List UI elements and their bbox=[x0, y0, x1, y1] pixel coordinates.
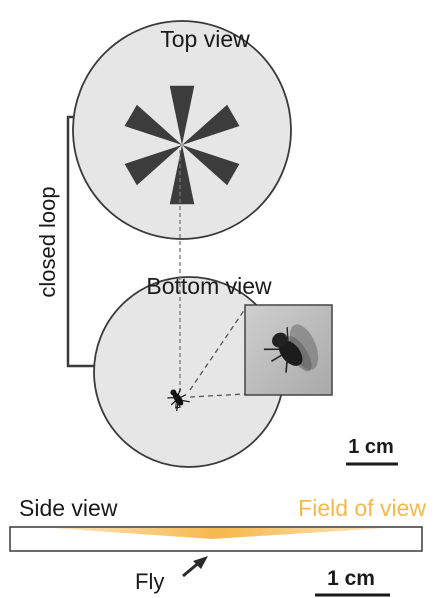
pattern-sector bbox=[182, 145, 240, 186]
fly-photo-inset bbox=[244, 304, 333, 396]
fly-marker-icon bbox=[167, 388, 190, 412]
fly-arrow-icon bbox=[182, 556, 208, 578]
bottom-view-label: Bottom view bbox=[146, 273, 272, 299]
pattern-sector bbox=[169, 85, 195, 145]
scale-bar-top-label: 1 cm bbox=[348, 436, 394, 458]
zoom-dashed-line-lower bbox=[189, 393, 246, 398]
pattern-sector bbox=[169, 145, 195, 205]
field-of-view-label: Field of view bbox=[298, 495, 426, 521]
pinwheel-pattern bbox=[124, 85, 240, 205]
pattern-sector bbox=[124, 104, 182, 145]
pattern-sector bbox=[124, 145, 182, 186]
scale-bar-bottom-label: 1 cm bbox=[327, 567, 375, 590]
fly-label: Fly bbox=[135, 569, 164, 594]
field-of-view-region bbox=[52, 528, 386, 539]
zoom-dashed-line-upper bbox=[189, 308, 246, 391]
closed-loop-label: closed loop bbox=[35, 186, 60, 297]
top-view-label: Top view bbox=[160, 26, 250, 52]
fly-photo-icon bbox=[263, 324, 319, 373]
side-view-label: Side view bbox=[19, 495, 118, 521]
pattern-sector bbox=[182, 104, 240, 145]
